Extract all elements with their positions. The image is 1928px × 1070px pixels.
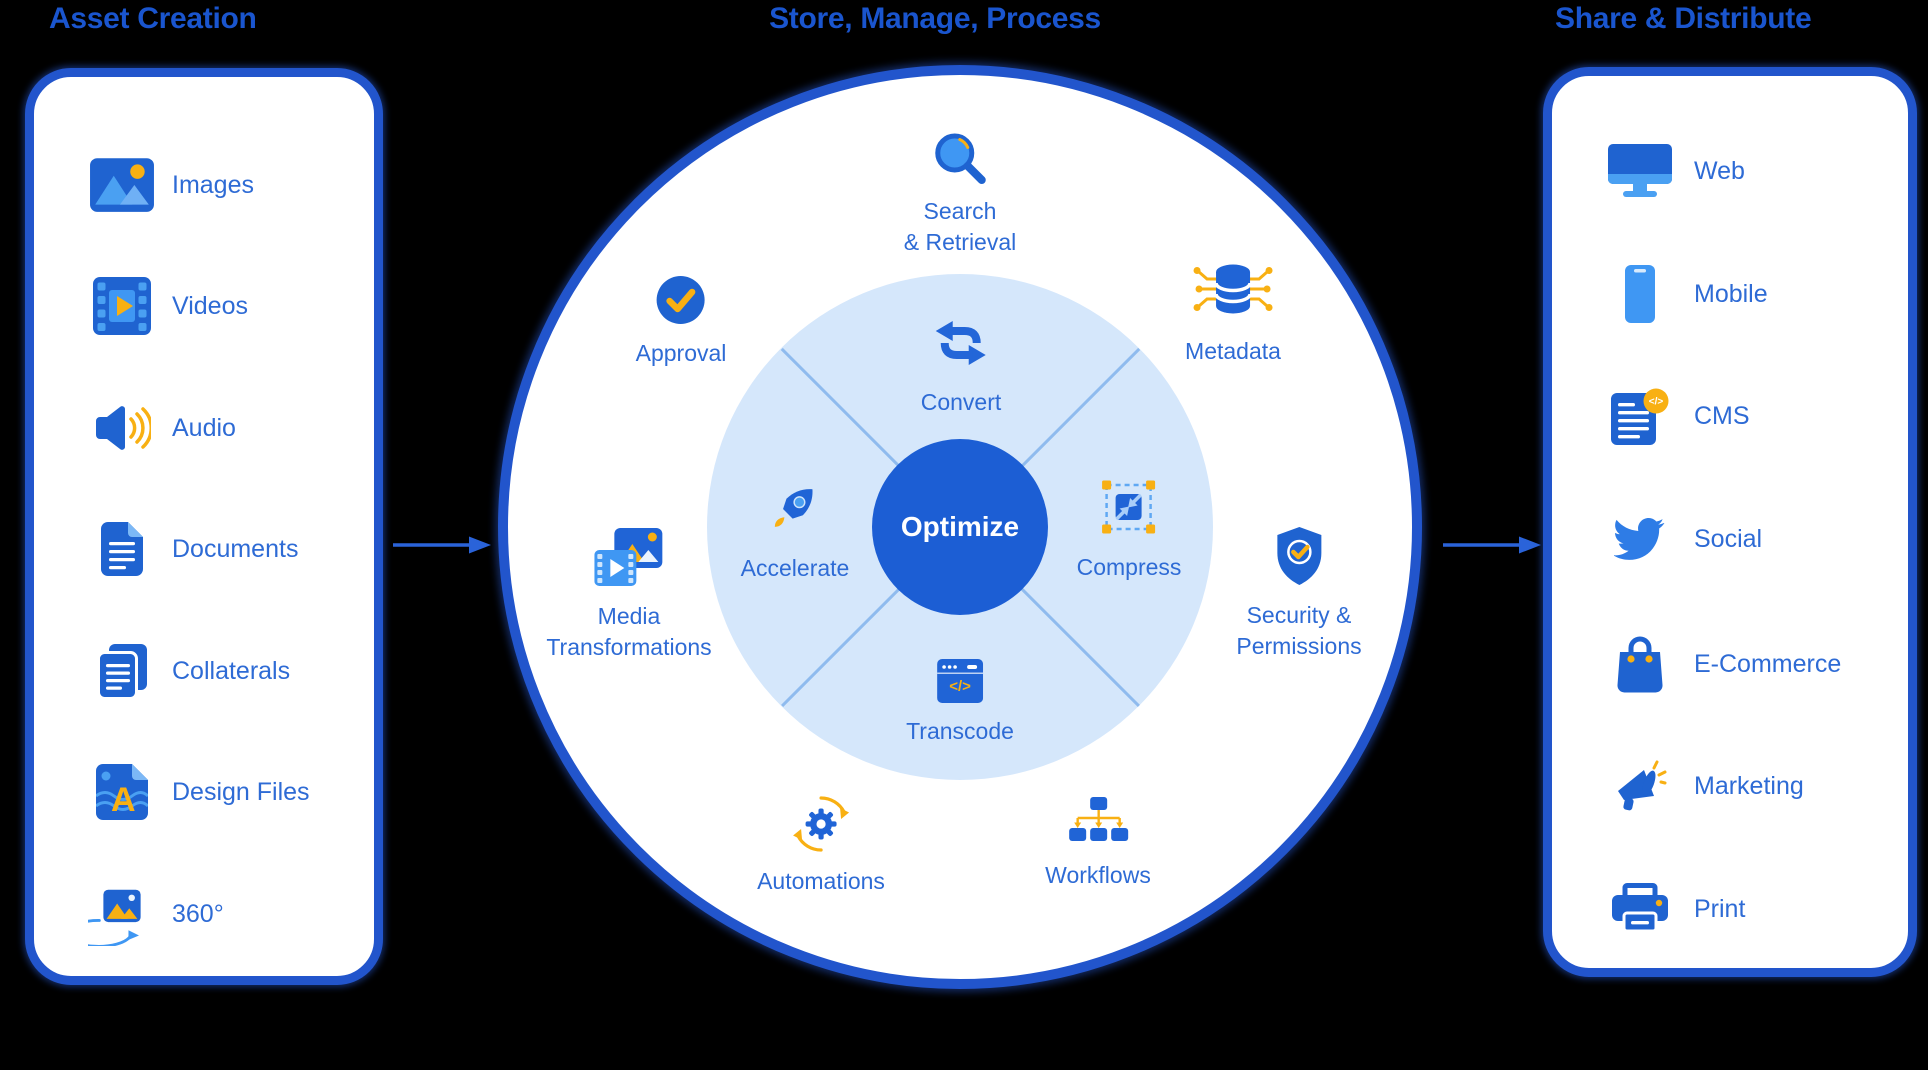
design-files-icon: A — [88, 764, 156, 820]
optimize-label: Optimize — [900, 511, 1020, 542]
security-permissions-label: Security &Permissions — [1236, 602, 1362, 659]
list-item-label: CMS — [1694, 401, 1750, 430]
list-item-label: Design Files — [172, 777, 310, 806]
share-distribute-panel: Web Mobile </> CMS Social E-Commerce — [1543, 67, 1917, 977]
transcode-label: Transcode — [906, 718, 1014, 744]
megaphone-icon — [1606, 758, 1674, 814]
security-shield-icon — [1273, 525, 1325, 592]
metadata-group: Metadata — [1185, 263, 1281, 367]
images-icon — [88, 157, 156, 213]
list-item: </> CMS — [1606, 382, 1750, 450]
list-item: Collaterals — [88, 637, 290, 705]
automations-group: Automations — [757, 793, 885, 897]
list-item: Documents — [88, 515, 298, 583]
list-item: 360° — [88, 880, 224, 948]
search-retrieval-group: Search& Retrieval — [904, 129, 1016, 258]
compress-group: Compress — [1076, 475, 1182, 583]
list-item-label: Print — [1694, 894, 1746, 923]
convert-label: Convert — [920, 389, 1002, 415]
asset-creation-panel: Images Videos Audio Documents Collateral… — [25, 68, 383, 985]
metadata-database-icon — [1187, 263, 1279, 324]
rocket-icon — [766, 478, 824, 541]
flow-arrow-left-icon — [393, 536, 491, 554]
accelerate-group: Accelerate — [740, 478, 850, 584]
list-item: Print — [1606, 875, 1745, 943]
printer-icon — [1606, 883, 1674, 935]
list-item: Social — [1606, 505, 1762, 573]
social-bird-icon — [1606, 518, 1674, 560]
transcode-code-icon: </> — [937, 659, 983, 708]
workflows-label: Workflows — [1045, 862, 1151, 888]
list-item-label: Images — [172, 170, 254, 199]
list-item: A Design Files — [88, 758, 310, 826]
list-item: E-Commerce — [1606, 630, 1841, 698]
approval-group: Approval — [635, 275, 727, 369]
videos-icon — [88, 277, 156, 335]
collaterals-icon — [88, 643, 156, 700]
list-item-label: Web — [1694, 156, 1745, 185]
svg-text:A: A — [111, 781, 136, 819]
asset-creation-title: Asset Creation — [49, 2, 257, 35]
list-item-label: Videos — [172, 291, 248, 320]
search-retrieval-label: Search& Retrieval — [903, 198, 1017, 255]
svg-text:</>: </> — [1649, 397, 1664, 408]
optimize-core: Optimize — [872, 439, 1048, 615]
compress-label: Compress — [1076, 554, 1182, 580]
documents-icon — [88, 522, 156, 576]
approval-check-icon — [656, 275, 706, 330]
audio-icon — [88, 405, 156, 451]
svg-text:</>: </> — [949, 678, 971, 695]
cms-document-icon: </> — [1606, 387, 1674, 445]
list-item-label: E-Commerce — [1694, 649, 1842, 678]
metadata-label: Metadata — [1185, 338, 1281, 364]
web-monitor-icon — [1606, 144, 1674, 198]
shopping-bag-icon — [1606, 635, 1674, 693]
list-item-label: Social — [1694, 524, 1763, 553]
list-item: Marketing — [1606, 752, 1804, 820]
list-item-label: Audio — [172, 413, 236, 442]
list-item: Web — [1606, 137, 1745, 205]
security-permissions-group: Security &Permissions — [1236, 525, 1362, 662]
media-transformations-icon — [594, 528, 664, 593]
list-item-label: 360° — [172, 899, 224, 928]
convert-group: Convert — [920, 320, 1002, 418]
list-item-label: Collaterals — [172, 656, 291, 685]
automations-gear-icon — [790, 793, 852, 860]
list-item-label: Mobile — [1694, 279, 1768, 308]
360-spin-icon — [88, 882, 156, 946]
compress-icon — [1097, 475, 1161, 544]
list-item: Images — [88, 151, 254, 219]
workflows-group: Workflows — [1045, 797, 1151, 891]
transcode-group: </> Transcode — [906, 659, 1014, 747]
list-item: Mobile — [1606, 260, 1768, 328]
approval-label: Approval — [635, 340, 727, 366]
list-item: Videos — [88, 272, 248, 340]
accelerate-label: Accelerate — [740, 555, 850, 581]
convert-arrows-icon — [934, 320, 988, 371]
share-distribute-title: Share & Distribute — [1555, 2, 1812, 35]
search-icon — [931, 129, 989, 192]
mobile-phone-icon — [1606, 265, 1674, 323]
store-manage-process-title: Store, Manage, Process — [769, 2, 1101, 35]
flow-arrow-right-icon — [1443, 536, 1541, 554]
automations-label: Automations — [757, 868, 885, 894]
workflows-tree-icon — [1067, 797, 1129, 852]
list-item-label: Documents — [172, 534, 299, 563]
list-item-label: Marketing — [1694, 771, 1804, 800]
list-item: Audio — [88, 394, 236, 462]
